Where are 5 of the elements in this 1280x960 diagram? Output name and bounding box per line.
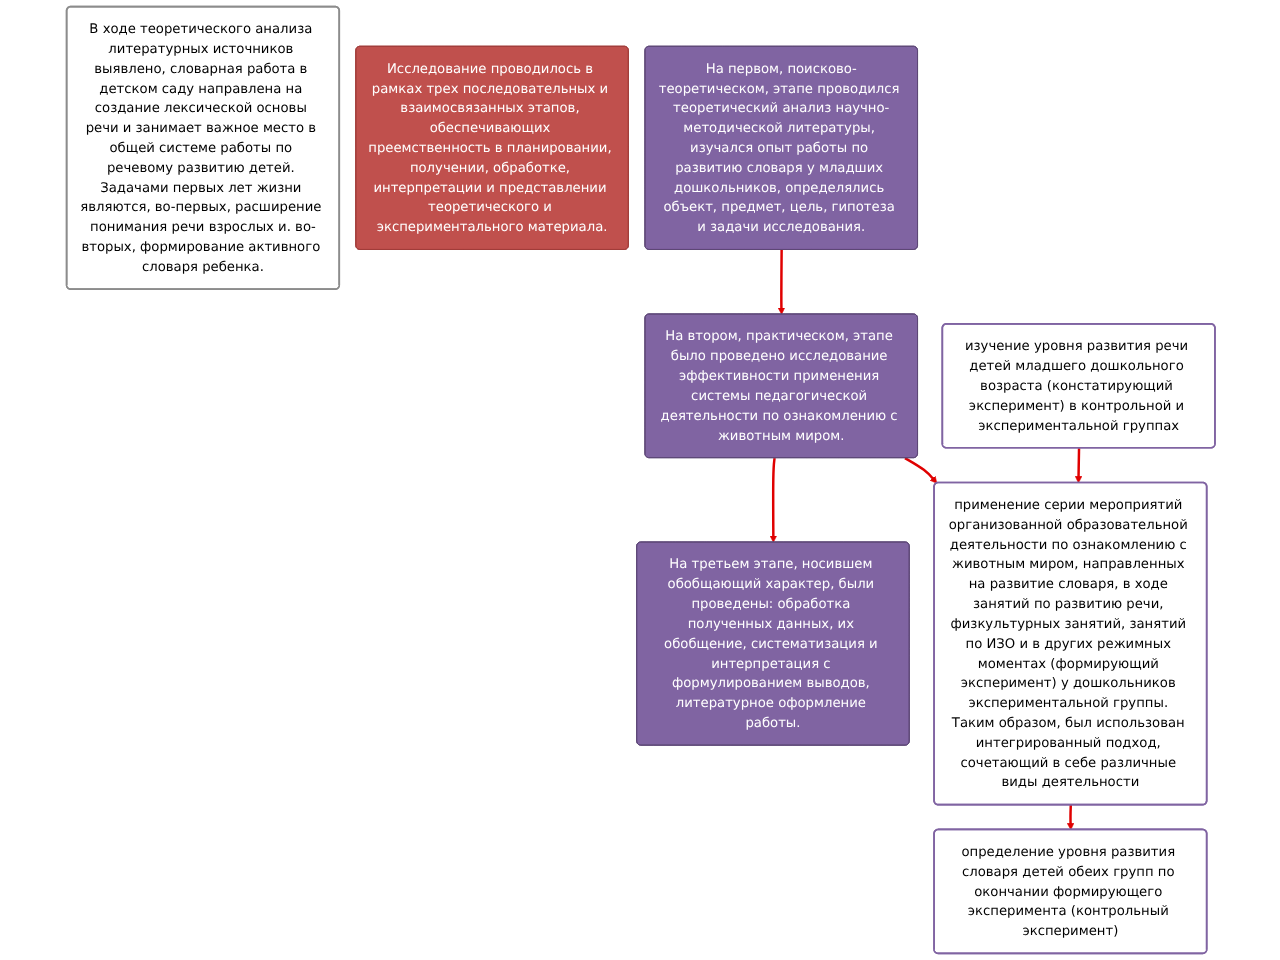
arrow bbox=[1066, 805, 1074, 831]
arrow bbox=[1074, 448, 1082, 484]
arrow bbox=[903, 457, 937, 484]
arrow bbox=[777, 249, 785, 315]
arrow bbox=[768, 457, 777, 543]
